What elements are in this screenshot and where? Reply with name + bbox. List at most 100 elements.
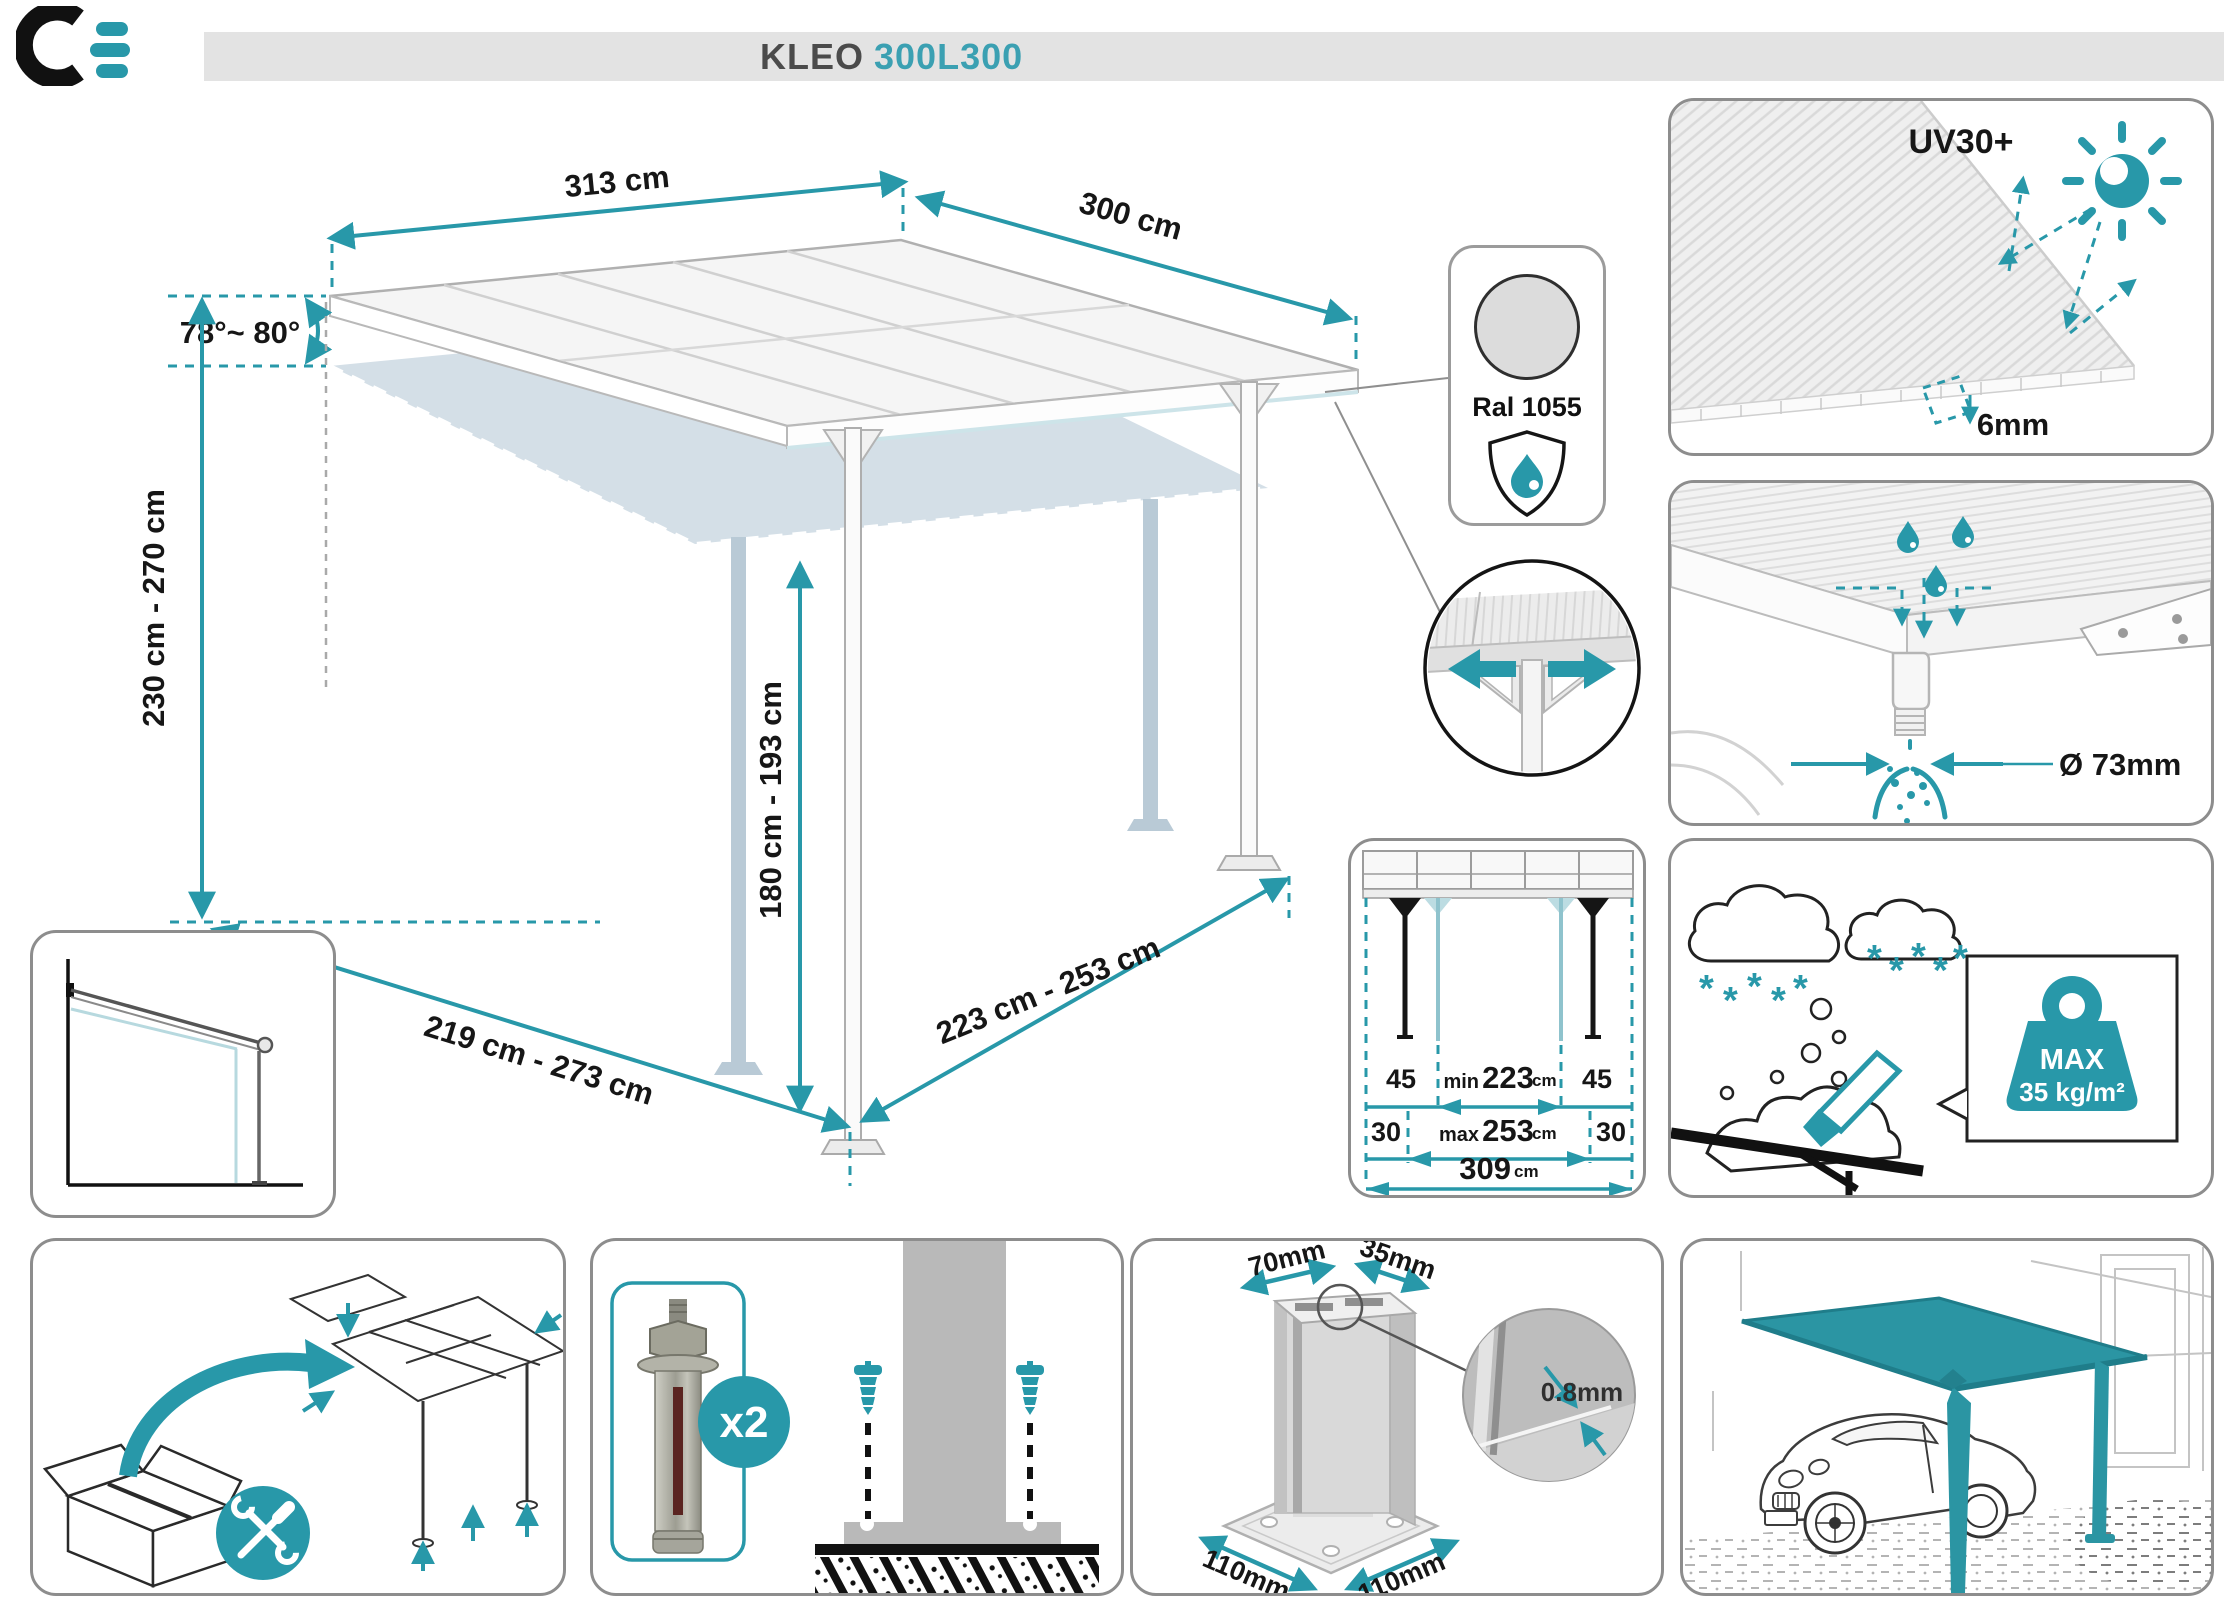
roof-edge (1671, 1127, 1924, 1195)
svg-text:*: * (1793, 968, 1808, 1010)
roof-slope-line (70, 988, 262, 1045)
post-3d (1272, 1283, 1418, 1527)
canopy-highlight (1741, 1296, 2148, 1593)
beam-front-view (1362, 850, 1634, 890)
dim-post-span-arrow (859, 877, 1290, 1123)
anchor-bolt-photo (637, 1299, 719, 1554)
post-spacing-panel: 45 min 223 cm 45 30 max 253 cm 30 309 cm (1348, 838, 1646, 1198)
car-scene-panel (1680, 1238, 2214, 1596)
ground-line (815, 1544, 1099, 1555)
snowflake-icons: ***** ***** (1699, 936, 1968, 1022)
snowball-icons (1719, 997, 1848, 1101)
model-name: KLEO (760, 36, 865, 77)
max-load-callout: MAX 35 kg/m² (1935, 954, 2179, 1143)
quantity-label: x2 (720, 1398, 769, 1447)
logo-bar-icon (96, 64, 128, 78)
brand-logo (16, 6, 130, 86)
callout-line-ral (1324, 377, 1449, 393)
dim-post-span-label: 223 cm - 253 cm (931, 929, 1165, 1051)
dim-angle-arc (304, 297, 333, 365)
logo-bar-icon (96, 22, 128, 36)
offset-bottom-right-label: 30 (1596, 1117, 1626, 1147)
logo-c-icon (16, 6, 84, 86)
water-flow-arrows (1836, 578, 1991, 639)
svg-text:*: * (1953, 938, 1968, 980)
anchor-panel: x2 (590, 1238, 1124, 1596)
svg-text:*: * (1723, 980, 1738, 1022)
total-width-value: 309 (1459, 1151, 1511, 1186)
variant-name: 300L300 (874, 36, 1024, 77)
dim-width-arrow (326, 170, 909, 250)
svg-text:*: * (1699, 968, 1714, 1010)
dim-width-label: 313 cm (563, 159, 671, 204)
dim-depth-arrow (914, 190, 1354, 326)
svg-text:*: * (1771, 980, 1786, 1022)
svg-text:*: * (1911, 936, 1926, 978)
svg-text:*: * (1867, 938, 1882, 980)
bracket-detail-magnifier (1423, 559, 1641, 777)
wall-thickness-magnifier: 0.8mm (1462, 1308, 1636, 1482)
spout-diameter-label: Ø 73mm (2059, 747, 2181, 782)
uv-protection-panel: UV30+ (1668, 98, 2214, 456)
ral-color-badge: Ral 1055 (1448, 245, 1606, 526)
logo-bar-icon (90, 43, 130, 57)
min-prefix: min (1443, 1071, 1479, 1093)
base-plate (844, 1522, 1061, 1544)
ground-texture (1683, 1497, 2211, 1593)
post-profile-panel: 70mm 35mm 110mm 110mm 0.8mm (1130, 1238, 1664, 1596)
assembly-panel (30, 1238, 566, 1596)
quantity-badge (698, 1376, 790, 1468)
inner-posts (1424, 898, 1575, 1041)
max-load-label: 35 kg/m² (2019, 1077, 2125, 1107)
max-unit: cm (1532, 1124, 1557, 1143)
post-arch-sketch (1671, 730, 1785, 786)
guide-lines (1364, 898, 1634, 1186)
sun-icon (2062, 121, 2182, 241)
dim-angle-label: 78°~ 80° (180, 315, 300, 350)
cloud-icons (1688, 884, 1962, 963)
snow-load-panel: ***** ***** (1668, 838, 2214, 1198)
ral-label: Ral 1055 (1472, 392, 1582, 422)
outer-posts (1389, 898, 1609, 1039)
dim-wall-height-label: 230 cm - 270 cm (136, 489, 171, 727)
dim-post-height-label: 180 cm - 193 cm (753, 681, 788, 919)
offset-top-left-label: 45 (1386, 1064, 1416, 1094)
svg-text:*: * (1747, 966, 1762, 1008)
post-section (903, 1241, 1006, 1528)
drainage-panel: Ø 73mm (1668, 480, 2214, 826)
uv-rating-label: UV30+ (1909, 123, 2014, 161)
unbox-arrow-icon (119, 1339, 355, 1478)
max-prefix: max (1439, 1124, 1479, 1146)
ral-swatch (1474, 274, 1580, 380)
min-unit: cm (1532, 1071, 1557, 1090)
fascia-right (1906, 579, 2211, 659)
weight-icon (2006, 976, 2138, 1111)
rain-drop-icons (1897, 516, 1974, 597)
top-depth-arrow (1353, 1259, 1431, 1293)
callout-line-bracket (1334, 401, 1445, 621)
svg-text:*: * (1889, 950, 1904, 992)
dim-ground-depth-label: 219 cm - 273 cm (420, 1008, 658, 1112)
concrete-hatch (815, 1557, 1099, 1593)
wall-thickness-label: 0.8mm (1541, 1377, 1623, 1407)
slide-arrows-icon (1448, 649, 1616, 689)
anchor-screw-icons (854, 1361, 1044, 1519)
sheet-cut-edge (1671, 365, 2135, 424)
base-width-arrow (1198, 1535, 1318, 1592)
offset-bottom-left-label: 30 (1371, 1117, 1401, 1147)
assembly-arrows (301, 1303, 563, 1571)
offset-top-right-label: 45 (1582, 1064, 1612, 1094)
svg-text:*: * (1933, 950, 1948, 992)
top-width-arrow (1239, 1258, 1337, 1296)
frame-sketch (288, 1273, 563, 1548)
max-label: MAX (2040, 1044, 2105, 1076)
main-pergola-diagram: 313 cm 300 cm 78°~ 80° 230 cm - 270 cm 1… (136, 159, 1641, 1186)
box-icon (42, 1443, 243, 1588)
max-value: 253 (1482, 1113, 1534, 1148)
ghost-roof-line (70, 1007, 238, 1051)
base-depth-arrow (1344, 1538, 1460, 1592)
min-value: 223 (1482, 1060, 1534, 1095)
